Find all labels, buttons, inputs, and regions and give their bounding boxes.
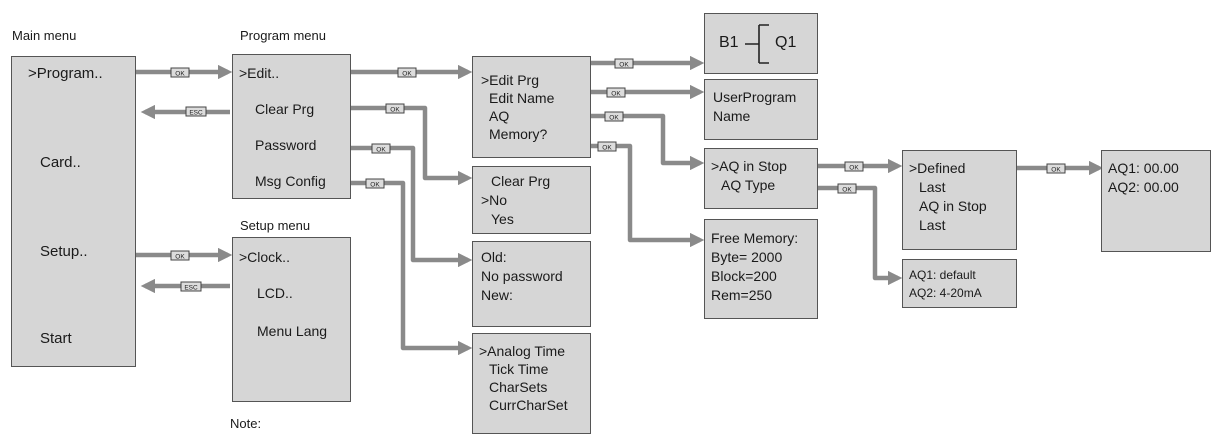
program-name-line-2: Name bbox=[713, 108, 751, 124]
connector-msgconfig-to-menu bbox=[350, 180, 473, 356]
ladder-output-q1: Q1 bbox=[775, 34, 797, 51]
ok-key bbox=[614, 58, 634, 69]
esc-key-label: ESC bbox=[189, 110, 203, 117]
edit-menu-item-memory[interactable]: Memory? bbox=[489, 126, 548, 142]
ok-key bbox=[385, 103, 405, 114]
program-menu-item-edit[interactable]: >Edit.. bbox=[239, 65, 280, 81]
program-menu-item-clear-prg[interactable]: Clear Prg bbox=[255, 101, 315, 117]
aq-values-box: AQ1: 00.00 AQ2: 00.00 bbox=[1101, 150, 1211, 252]
program-name-box: UserProgram Name bbox=[704, 79, 818, 140]
ok-key-label: OK bbox=[842, 187, 852, 194]
aq-value-1: AQ1: 00.00 bbox=[1108, 160, 1179, 176]
aq-stop-option-last-2[interactable]: Last bbox=[919, 217, 946, 233]
aq-stop-option-last[interactable]: Last bbox=[919, 179, 946, 195]
password-dialog-box: Old: No password New: bbox=[472, 241, 591, 327]
ok-key-label: OK bbox=[402, 71, 412, 78]
program-menu-item-password[interactable]: Password bbox=[255, 137, 317, 153]
setup-menu-item-clock[interactable]: >Clock.. bbox=[239, 249, 290, 265]
aq-type-2: AQ2: 4-20mA bbox=[909, 286, 982, 300]
ladder-input-b1: B1 bbox=[719, 34, 739, 51]
main-menu-item-program[interactable]: >Program.. bbox=[28, 65, 103, 82]
connector-aq-to-aqmenu bbox=[590, 113, 705, 171]
password-old: Old: bbox=[481, 249, 507, 265]
password-new[interactable]: New: bbox=[481, 287, 513, 303]
aq-stop-option-defined[interactable]: >Defined bbox=[909, 160, 966, 176]
clear-prg-option-no[interactable]: >No bbox=[481, 192, 508, 208]
ok-key bbox=[604, 111, 624, 122]
ok-key-label: OK bbox=[370, 182, 380, 189]
esc-key bbox=[180, 281, 202, 292]
program-menu-item-msg-config[interactable]: Msg Config bbox=[255, 173, 326, 189]
setup-menu-box: >Clock.. LCD.. Menu Lang bbox=[232, 237, 351, 402]
edit-menu-box: >Edit Prg Edit Name AQ Memory? bbox=[472, 56, 591, 158]
ok-key bbox=[170, 67, 190, 78]
aq-type-1: AQ1: default bbox=[909, 268, 976, 282]
ok-key-label: OK bbox=[849, 165, 859, 172]
ok-key-label: OK bbox=[602, 145, 612, 152]
password-no-password: No password bbox=[481, 268, 563, 284]
esc-key bbox=[185, 106, 207, 117]
memory-info-box: Free Memory: Byte= 2000 Block=200 Rem=25… bbox=[704, 219, 818, 319]
ok-key-label: OK bbox=[175, 254, 185, 261]
setup-menu-item-lcd[interactable]: LCD.. bbox=[257, 285, 293, 301]
program-menu-box: >Edit.. Clear Prg Password Msg Config bbox=[232, 54, 351, 199]
msg-config-menu-box: >Analog Time Tick Time CharSets CurrChar… bbox=[472, 333, 591, 434]
esc-key-label: ESC bbox=[184, 285, 198, 292]
ok-key bbox=[365, 178, 385, 189]
msg-config-item-tick-time[interactable]: Tick Time bbox=[489, 361, 549, 377]
memory-info-rem: Rem=250 bbox=[711, 287, 773, 303]
program-menu-label: Program menu bbox=[240, 28, 326, 43]
main-menu-item-card[interactable]: Card.. bbox=[40, 154, 81, 171]
ok-key bbox=[170, 250, 190, 261]
connector-password-to-dialog bbox=[350, 145, 473, 268]
ok-key-label: OK bbox=[390, 107, 400, 114]
ok-key bbox=[597, 141, 617, 152]
ok-key-label: OK bbox=[611, 91, 621, 98]
ok-key bbox=[371, 143, 391, 154]
msg-config-item-charsets[interactable]: CharSets bbox=[489, 379, 548, 395]
ok-key-label: OK bbox=[609, 115, 619, 122]
memory-info-block: Block=200 bbox=[711, 268, 777, 284]
ladder-display-box: B1 Q1 bbox=[704, 13, 818, 74]
ok-key-label: OK bbox=[1051, 167, 1061, 174]
memory-info-title: Free Memory: bbox=[711, 230, 799, 246]
main-menu-label: Main menu bbox=[12, 28, 77, 43]
memory-info-byte: Byte= 2000 bbox=[711, 249, 783, 265]
clear-prg-dialog-box: Clear Prg >No Yes bbox=[472, 166, 591, 234]
ok-key bbox=[397, 67, 417, 78]
connector-aqtype-to-types bbox=[818, 185, 903, 286]
connector-memory-to-info bbox=[590, 143, 705, 248]
note-label: Note: bbox=[230, 416, 262, 431]
aq-stop-options-box: >Defined Last AQ in Stop Last bbox=[902, 150, 1017, 250]
main-menu-item-start[interactable]: Start bbox=[40, 330, 72, 347]
clear-prg-dialog-title: Clear Prg bbox=[491, 173, 551, 189]
setup-menu-item-menu-lang[interactable]: Menu Lang bbox=[257, 323, 328, 339]
connector-clearprg-to-dialog bbox=[350, 105, 473, 186]
ok-key bbox=[1046, 163, 1066, 174]
aq-menu-item-aq-type[interactable]: AQ Type bbox=[721, 177, 776, 193]
ok-key-label: OK bbox=[376, 147, 386, 154]
edit-menu-item-aq[interactable]: AQ bbox=[489, 108, 510, 124]
aq-menu-item-aq-in-stop[interactable]: >AQ in Stop bbox=[711, 158, 787, 174]
ok-key-label: OK bbox=[175, 71, 185, 78]
msg-config-item-analog-time[interactable]: >Analog Time bbox=[479, 343, 565, 359]
main-menu-item-setup[interactable]: Setup.. bbox=[40, 243, 88, 260]
msg-config-item-currcharset[interactable]: CurrCharSet bbox=[489, 397, 568, 413]
aq-value-2: AQ2: 00.00 bbox=[1108, 179, 1179, 195]
main-menu-box: >Program.. Card.. Setup.. Start bbox=[11, 56, 136, 367]
aq-stop-option-aq-in-stop: AQ in Stop bbox=[919, 198, 987, 214]
program-name-line-1: UserProgram bbox=[713, 89, 797, 105]
aq-types-box: AQ1: default AQ2: 4-20mA bbox=[902, 259, 1017, 308]
aq-menu-box: >AQ in Stop AQ Type bbox=[704, 148, 818, 209]
ok-key bbox=[844, 161, 864, 172]
setup-menu-label: Setup menu bbox=[240, 218, 311, 233]
ladder-contact-symbol bbox=[745, 24, 769, 64]
ok-key bbox=[837, 183, 857, 194]
edit-menu-item-edit-name[interactable]: Edit Name bbox=[489, 90, 555, 106]
ok-key bbox=[606, 87, 626, 98]
clear-prg-option-yes[interactable]: Yes bbox=[491, 211, 514, 227]
ok-key-label: OK bbox=[619, 62, 629, 69]
edit-menu-item-edit-prg[interactable]: >Edit Prg bbox=[481, 72, 539, 88]
